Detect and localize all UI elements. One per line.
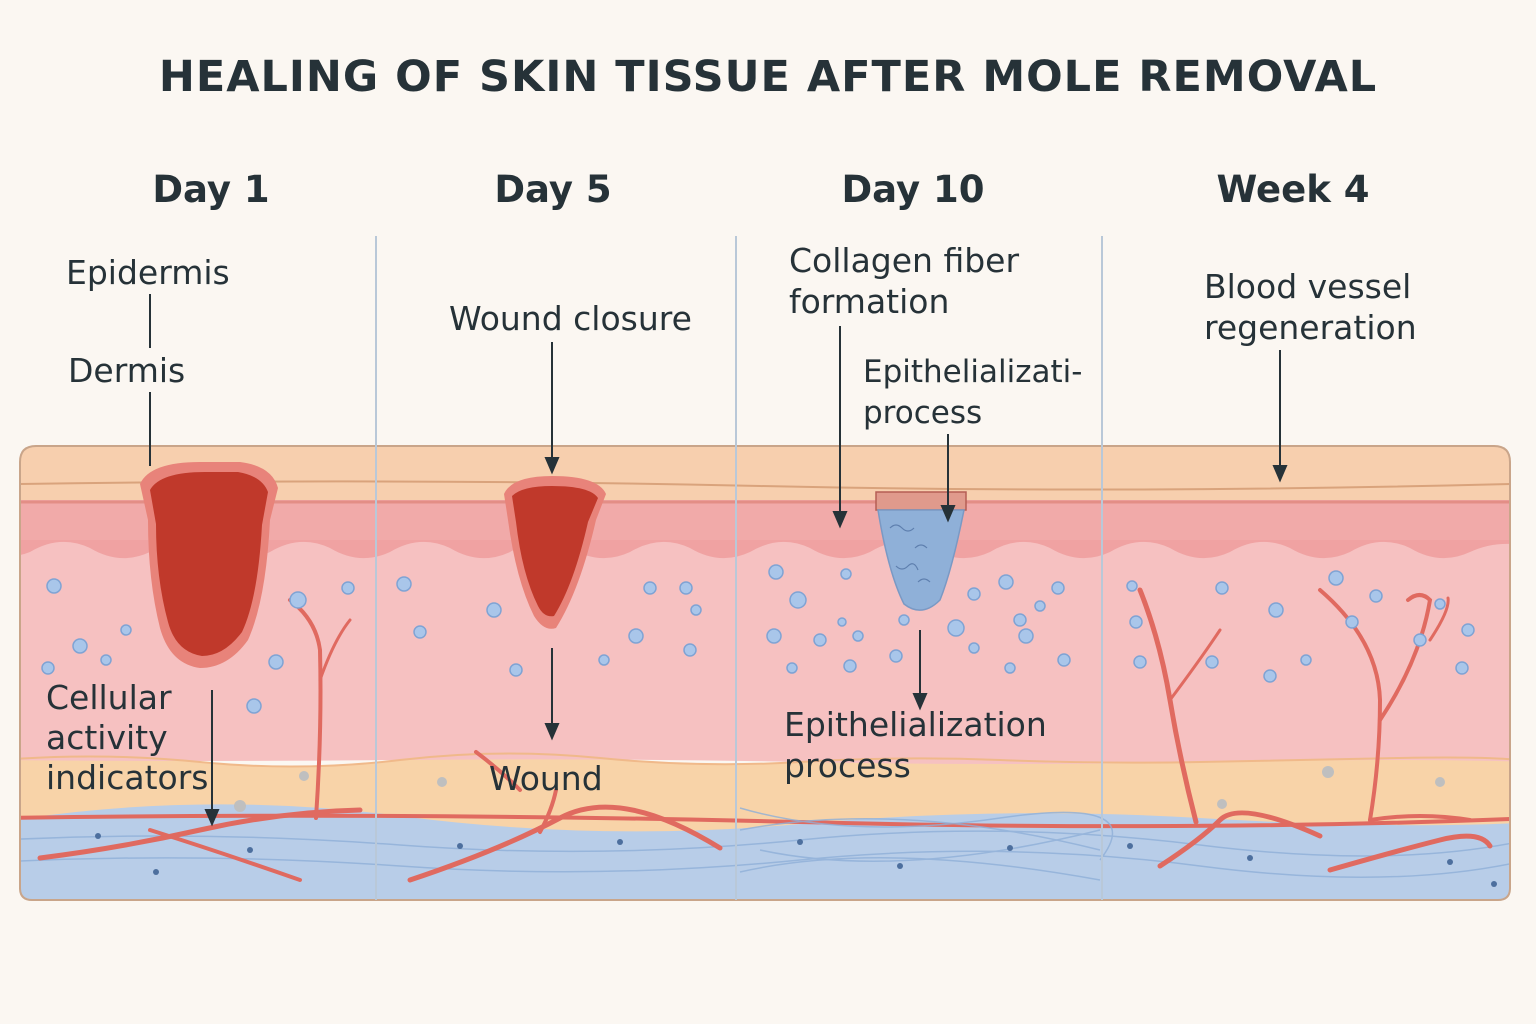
stage-label-week-4: Week 4 (1216, 168, 1370, 211)
day1-wound (150, 472, 268, 656)
fat-top-line (20, 752, 1510, 768)
page-title: HEALING OF SKIN TISSUE AFTER MOLE REMOVA… (158, 52, 1378, 102)
stage-label-day-5: Day 5 (494, 168, 612, 211)
skin-cross-section (20, 446, 1510, 900)
leader-lines (149, 294, 1288, 827)
cellular-activity-label: Cellular activity indicators (46, 678, 209, 797)
epidermis-layer (20, 446, 1510, 500)
day10-epithelial-plug (877, 509, 965, 611)
dermis-layer (20, 540, 1510, 764)
skin-outline (19, 445, 1511, 901)
day5-wound (512, 486, 598, 617)
blood-vessels (37, 587, 1493, 883)
wound-closure-label: Wound closure (449, 299, 692, 338)
epithelialization-lower-label: Epithelialization process (784, 705, 1047, 785)
stage-label-day-10: Day 10 (841, 168, 985, 211)
dermis-label: Dermis (68, 351, 186, 390)
epidermis-label: Epidermis (66, 253, 230, 292)
papillary-dermis (20, 500, 1510, 559)
epithelialization-upper-label: Epithelializati- process (863, 354, 1083, 431)
fat-cell-dots (234, 766, 1445, 812)
blood-vessel-label: Blood vessel regeneration (1204, 267, 1417, 347)
stage-label-day-1: Day 1 (152, 168, 270, 211)
fat-layer (20, 753, 1510, 832)
cellular-dots (41, 564, 1475, 714)
collagen-fiber-label: Collagen fiber formation (789, 241, 1020, 321)
panel-dividers (375, 236, 1103, 900)
day10-plug-texture (889, 524, 931, 583)
deep-cell-dots (95, 833, 1497, 887)
wound-label: Wound (489, 759, 603, 798)
